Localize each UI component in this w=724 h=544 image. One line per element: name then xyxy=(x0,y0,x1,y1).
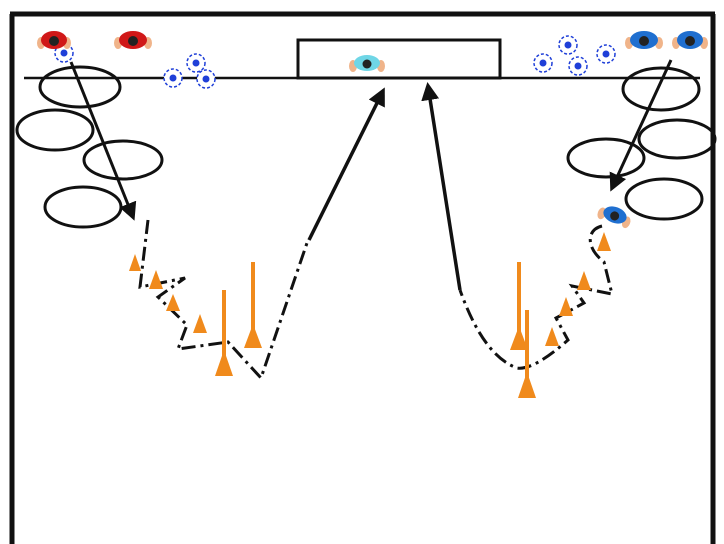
cones-right-group xyxy=(545,232,611,346)
cone-icon xyxy=(545,327,559,346)
cones-left-group xyxy=(129,254,207,333)
soccer-ball-icon xyxy=(163,68,183,88)
red-team-group xyxy=(37,31,152,49)
player-icon xyxy=(114,31,152,49)
cone-icon xyxy=(149,270,163,289)
pass-arrow-right xyxy=(609,59,673,192)
cone-icon xyxy=(577,271,591,290)
balls-right-group xyxy=(533,35,616,76)
blue-team-group xyxy=(597,31,708,229)
player-icon xyxy=(625,31,663,49)
pole-icon xyxy=(244,262,262,348)
shot-arrow-right xyxy=(421,82,462,291)
cone-icon xyxy=(597,232,611,251)
hoops-left-group xyxy=(15,65,164,229)
goalkeeper-icon xyxy=(349,55,385,72)
hoop-ring-icon xyxy=(624,177,704,221)
pole-icon xyxy=(518,310,536,398)
poles-left-group xyxy=(215,262,262,376)
pass-arrow-left xyxy=(69,61,137,221)
dribble-path-right xyxy=(458,224,615,370)
hoop-ring-icon xyxy=(15,108,95,152)
soccer-ball-icon xyxy=(558,35,578,55)
poles-right-group xyxy=(510,262,536,398)
cone-icon xyxy=(129,254,141,271)
hoop-ring-icon xyxy=(38,65,122,109)
pole-icon xyxy=(215,290,233,376)
hoop-ring-icon xyxy=(637,118,717,160)
soccer-ball-icon xyxy=(568,56,588,76)
pole-icon xyxy=(510,262,528,350)
soccer-ball-icon xyxy=(196,69,216,89)
soccer-ball-icon xyxy=(596,44,616,64)
goal-box xyxy=(296,38,502,80)
shot-arrow-left xyxy=(307,87,385,241)
player-icon xyxy=(37,31,71,49)
player-icon xyxy=(597,206,631,229)
hoop-ring-icon xyxy=(43,185,123,229)
hoop-ring-icon xyxy=(621,66,701,112)
cone-icon xyxy=(559,297,573,316)
soccer-ball-icon xyxy=(186,53,206,73)
cone-icon xyxy=(193,314,207,333)
cone-icon xyxy=(166,294,180,311)
player-icon xyxy=(672,31,708,49)
soccer-ball-icon xyxy=(533,53,553,73)
hoop-ring-icon xyxy=(566,137,646,179)
pitch-boundary xyxy=(9,11,716,544)
hoops-right-group xyxy=(566,66,717,221)
hoop-ring-icon xyxy=(82,139,164,181)
